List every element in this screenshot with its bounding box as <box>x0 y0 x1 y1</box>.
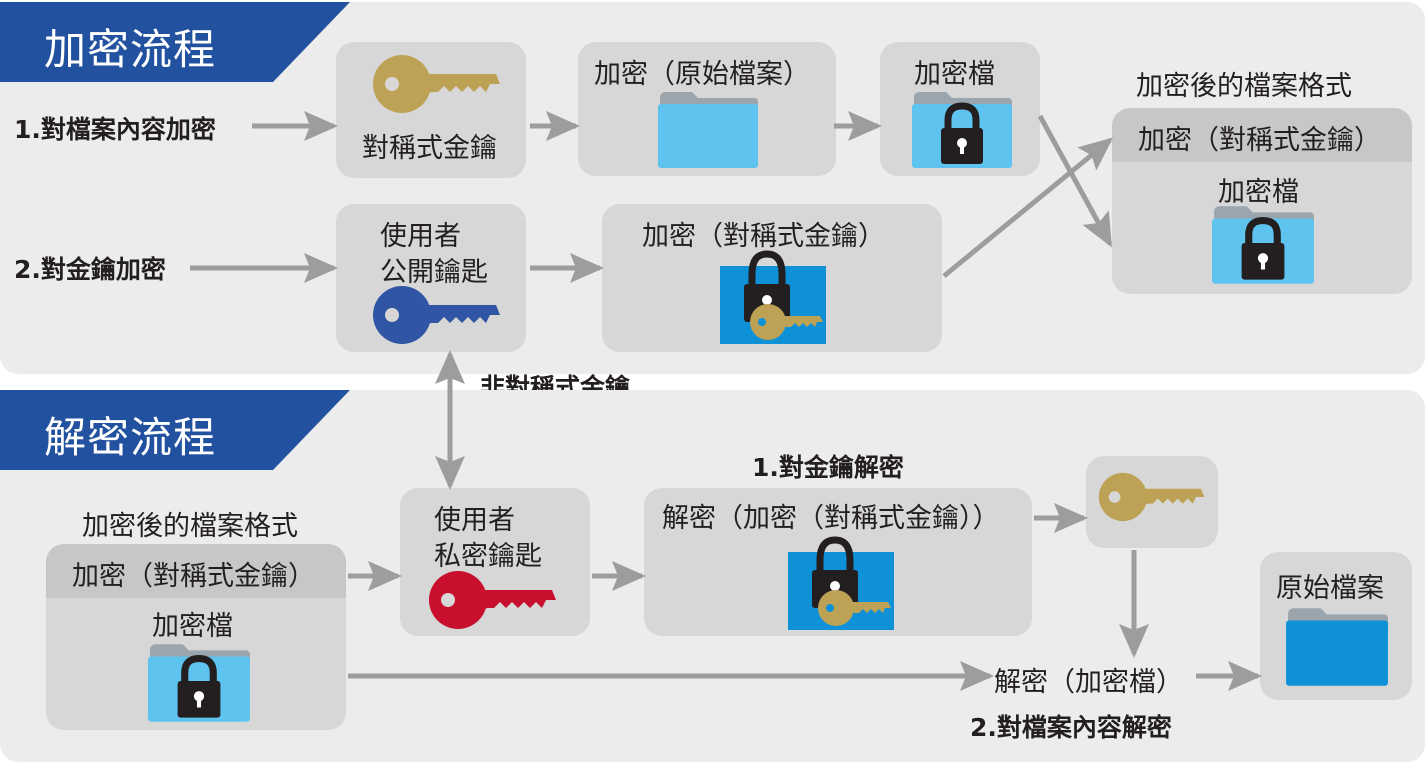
folder-icon <box>1286 608 1388 686</box>
decrypt-format-title: 加密後的檔案格式 <box>82 511 298 542</box>
public-key-caption-line1: 使用者 <box>380 221 461 252</box>
private-key-caption-line1: 使用者 <box>434 505 515 536</box>
gold-key-icon <box>373 55 500 113</box>
public-key-box <box>336 204 526 352</box>
lock-icon <box>1241 216 1285 280</box>
blue-key-icon <box>373 286 500 344</box>
symmetric-key-caption: 對稱式金鑰 <box>362 133 497 164</box>
gold-key-icon <box>1098 472 1205 522</box>
gold-key-shape <box>373 55 500 113</box>
decrypt-key-title: 解密（加密（對稱式金鑰）） <box>662 503 1000 534</box>
encrypt-format-title: 加密後的檔案格式 <box>1136 71 1352 102</box>
encrypt-key-title: 加密（對稱式金鑰） <box>642 221 885 252</box>
encrypt-format-header: 加密（對稱式金鑰） <box>1138 125 1381 156</box>
private-key-caption-line2: 私密鑰匙 <box>434 541 542 572</box>
encrypt-banner-title: 加密流程 <box>44 25 217 74</box>
decrypt-format-file-label: 加密檔 <box>152 611 233 642</box>
public-key-caption-line2: 公開鑰匙 <box>380 257 488 288</box>
red-key-icon <box>429 571 556 629</box>
symmetric-key-box <box>336 42 526 178</box>
decrypt-file-text: 解密（加密檔） <box>994 667 1183 698</box>
lock-icon <box>941 102 983 164</box>
lock-icon <box>177 654 221 718</box>
decrypt-banner: 解密流程 <box>0 390 350 470</box>
encrypt-format-header-bg <box>1112 108 1412 162</box>
decrypt-format-header-bg <box>46 544 346 598</box>
encrypt-step1-label: 1.對檔案內容加密 <box>14 115 216 144</box>
arrow-encrypt-key-to-format <box>942 137 1114 278</box>
decrypt-step1-label: 1.對金鑰解密 <box>752 453 904 482</box>
arrow-file-to-format <box>1037 114 1113 248</box>
decrypt-format-header: 加密（對稱式金鑰） <box>72 561 315 592</box>
encrypted-key-icon <box>720 250 826 344</box>
folder-icon <box>658 92 758 168</box>
encrypt-format-file-label: 加密檔 <box>1218 177 1299 208</box>
locked-folder-icon <box>148 644 250 722</box>
gold-key-icon <box>750 304 823 340</box>
locked-folder-icon <box>912 92 1012 168</box>
encrypt-original-title: 加密（原始檔案） <box>594 59 810 90</box>
gold-key-icon <box>818 590 891 626</box>
encrypted-file-title: 加密檔 <box>914 59 995 90</box>
encrypt-step2-label: 2.對金鑰加密 <box>14 255 166 284</box>
encrypted-key-icon <box>788 536 894 630</box>
locked-folder-icon <box>1212 206 1314 284</box>
decrypt-banner-title: 解密流程 <box>44 413 217 462</box>
decrypt-step2-label: 2.對檔案內容解密 <box>970 713 1172 742</box>
original-file-title: 原始檔案 <box>1276 573 1384 604</box>
